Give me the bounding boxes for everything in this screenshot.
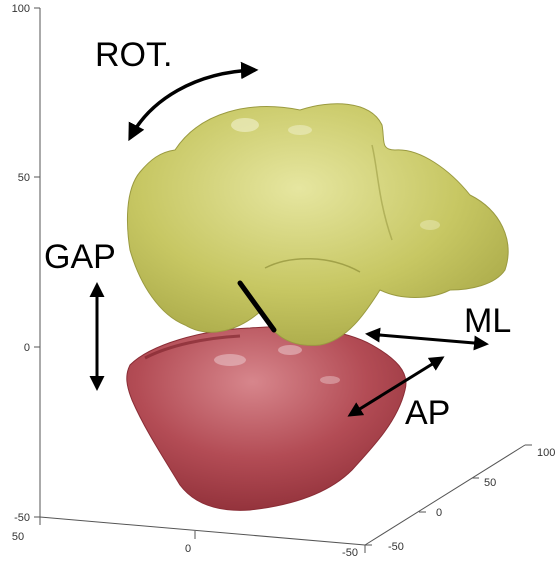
x-axis-line bbox=[39, 516, 366, 546]
y-tick-labels: 100 50 0 -50 bbox=[388, 447, 555, 553]
z-tick-label: 0 bbox=[24, 342, 30, 354]
x-tick-label: -50 bbox=[342, 547, 358, 559]
anteroposterior-arrow bbox=[347, 356, 445, 417]
x-tick-label: 0 bbox=[185, 543, 191, 555]
gap-label: GAP bbox=[44, 238, 116, 276]
mediolateral-arrow bbox=[365, 327, 489, 351]
y-tick-label: 0 bbox=[436, 507, 442, 519]
y-tick-label: -50 bbox=[388, 541, 404, 553]
x-tick-labels: 50 0 -50 bbox=[12, 531, 358, 559]
anteroposterior-label: AP bbox=[405, 394, 450, 432]
rotation-arrow bbox=[128, 61, 259, 142]
tibia-shape bbox=[126, 326, 407, 511]
x-tick-label: 50 bbox=[12, 531, 24, 543]
y-axis-line bbox=[364, 444, 526, 546]
z-tick-label: 100 bbox=[12, 3, 30, 15]
rotation-label: ROT. bbox=[95, 36, 172, 74]
mediolateral-label: ML bbox=[464, 302, 511, 340]
joint-axis-line bbox=[237, 280, 277, 333]
z-tick-label: 50 bbox=[18, 172, 30, 184]
z-tick-label: -50 bbox=[14, 512, 30, 524]
z-tick-labels: 100 50 0 -50 bbox=[12, 3, 30, 524]
femur-shape bbox=[126, 103, 509, 346]
axis-frame bbox=[34, 7, 532, 553]
y-tick-label: 50 bbox=[484, 477, 496, 489]
y-tick-label: 100 bbox=[537, 447, 555, 459]
